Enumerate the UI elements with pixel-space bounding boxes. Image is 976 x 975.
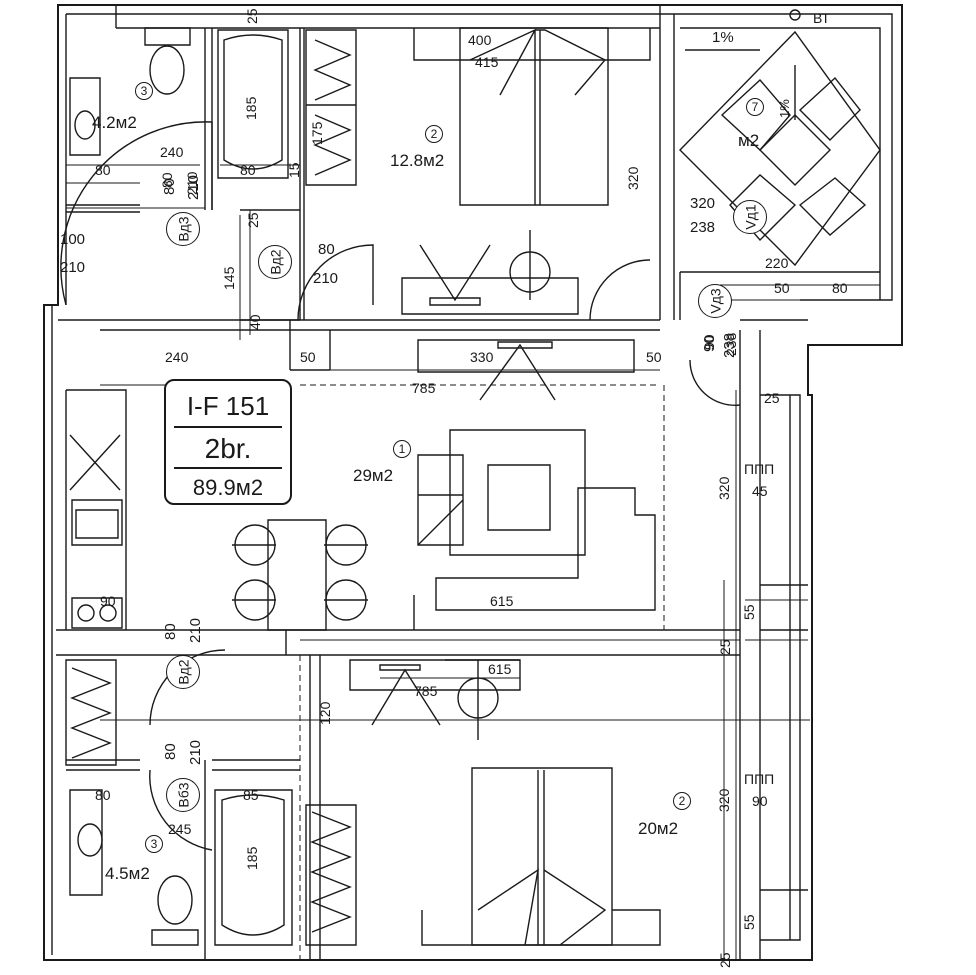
dimension-label: 25 <box>717 952 733 968</box>
window-label-top: ППП <box>744 461 775 477</box>
dimension-label: 80 <box>95 162 111 178</box>
room-area-bedroom-top: 12.8м2 <box>390 151 445 170</box>
vent-label: ВТ <box>813 10 830 26</box>
door-height-bath-bottom: 210 <box>187 739 204 765</box>
dimension-label: 415 <box>475 54 499 70</box>
dimension-label: 785 <box>414 683 438 699</box>
door-width-entrance: 100 <box>60 231 86 248</box>
door-tag-terrace-side: Vд3 <box>698 284 732 318</box>
room-number-bedroom-top: 2 <box>425 125 443 143</box>
dimension-label: 615 <box>490 593 514 609</box>
door-tag-bath-top: Вд3 <box>166 212 200 246</box>
dimension-label: 320 <box>716 476 732 500</box>
dimension-label: 15 <box>286 162 302 178</box>
door-width-bedroom-top: 80 <box>318 241 335 258</box>
dimension-label: 90 <box>701 334 717 350</box>
dimension-label: 25 <box>717 639 733 655</box>
dimension-label: 245 <box>168 821 192 837</box>
terrace-slope-horizontal: 1% <box>712 29 734 46</box>
dimension-label: 80 <box>95 787 111 803</box>
door-tag-bedroom-top: Вд2 <box>258 245 292 279</box>
dimension-label: 785 <box>412 380 436 396</box>
door-height-bedroom-top: 210 <box>313 270 339 287</box>
window-label-bottom: ППП <box>744 771 775 787</box>
dimension-label: 220 <box>765 255 789 271</box>
dimension-label: 80 <box>240 162 256 178</box>
dimension-label: 238 <box>723 332 739 356</box>
room-area-terrace: м2 <box>738 131 760 150</box>
dimension-label: 25 <box>245 212 261 228</box>
door-height-terrace-front: 238 <box>690 219 716 236</box>
dimension-label: 55 <box>741 914 757 930</box>
dimension-label: 50 <box>300 349 316 365</box>
door-tag-terrace-front: Vд1 <box>733 200 767 234</box>
dimension-label: 400 <box>468 32 492 48</box>
dimension-label: 50 <box>774 280 790 296</box>
room-number-terrace: 7 <box>746 98 764 116</box>
dimension-label: 175 <box>309 121 325 145</box>
apartment-type: 2br. <box>204 433 252 464</box>
door-width-bedroom-bottom: 80 <box>162 623 179 640</box>
room-number-bath-top: 3 <box>135 82 153 100</box>
apartment-total-area: 89.9м2 <box>192 475 264 500</box>
room-area-bath-top: 4.2м2 <box>92 113 137 132</box>
dimension-label: 320 <box>716 788 732 812</box>
dimension-label: 80 <box>159 172 175 188</box>
dimension-label: 90 <box>100 593 116 609</box>
dimension-label: 25 <box>244 8 260 24</box>
dimension-label: 330 <box>470 349 494 365</box>
room-area-living: 29м2 <box>353 466 394 485</box>
terrace-slope-vertical: 1% <box>777 99 792 118</box>
door-height-bedroom-bottom: 210 <box>187 617 204 643</box>
info-separator <box>174 426 282 428</box>
dimension-label: 320 <box>625 166 641 190</box>
room-number-living: 1 <box>393 440 411 458</box>
dimension-label: 210 <box>184 171 200 195</box>
door-tag-bath-bottom: Вб3 <box>166 778 200 812</box>
room-number-bath-bottom: 3 <box>145 835 163 853</box>
room-area-bath-bottom: 4.5м2 <box>105 864 150 883</box>
dimension-label: 25 <box>764 390 780 406</box>
window-value-bottom: 90 <box>752 793 768 809</box>
apartment-info-box: I-F 151 2br. 89.9м2 <box>164 379 292 505</box>
info-separator <box>174 467 282 469</box>
dimension-label: 185 <box>244 846 260 870</box>
door-width-terrace-front: 320 <box>690 195 716 212</box>
room-number-bedroom-bottom: 2 <box>673 792 691 810</box>
dimension-label: 240 <box>165 349 189 365</box>
dimension-label: 185 <box>243 96 259 120</box>
door-height-entrance: 210 <box>60 259 86 276</box>
door-tag-bedroom-bottom: Вд2 <box>166 655 200 689</box>
room-area-bedroom-bottom: 20м2 <box>638 819 679 838</box>
dimension-label: 145 <box>221 266 237 290</box>
dimension-label: 40 <box>247 314 263 330</box>
dimension-label: 615 <box>488 661 512 677</box>
dimension-label: 55 <box>741 604 757 620</box>
apartment-id: I-F 151 <box>186 391 270 421</box>
dimension-label: 85 <box>243 787 259 803</box>
door-width-bath-bottom: 80 <box>162 743 179 760</box>
dimension-label: 50 <box>646 349 662 365</box>
window-value-top: 45 <box>752 483 768 499</box>
dimension-label: 80 <box>832 280 848 296</box>
dimension-label: 120 <box>317 701 333 725</box>
dimension-label: 240 <box>160 144 184 160</box>
